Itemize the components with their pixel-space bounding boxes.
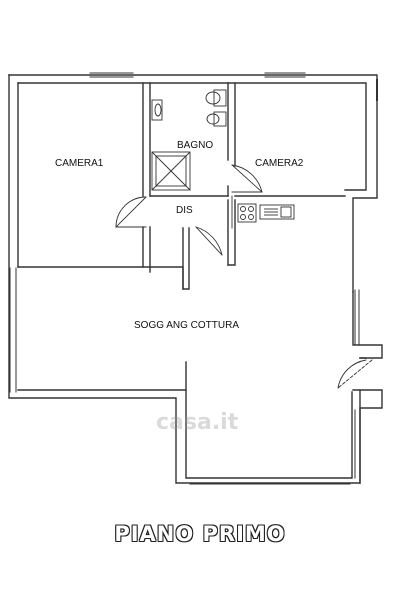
room-label-soggiorno: SOGG ANG COTTURA bbox=[134, 320, 239, 331]
room-label-bagno: BAGNO bbox=[177, 140, 213, 151]
bidet-icon bbox=[206, 111, 227, 127]
sink-icon bbox=[151, 99, 163, 121]
shower-icon bbox=[151, 151, 191, 191]
room-label-dis: DIS bbox=[176, 205, 193, 216]
floor-title: PIANO PRIMO bbox=[114, 522, 286, 546]
room-label-camera1: CAMERA1 bbox=[55, 158, 104, 169]
watermark: casa.it bbox=[156, 410, 239, 435]
toilet-icon bbox=[205, 89, 227, 107]
interior-walls bbox=[142, 82, 346, 290]
windows bbox=[9, 72, 378, 485]
stove-icon bbox=[237, 203, 257, 223]
kitchen-sink-icon bbox=[259, 204, 295, 220]
room-label-camera2: CAMERA2 bbox=[255, 158, 304, 169]
doors bbox=[115, 164, 373, 389]
